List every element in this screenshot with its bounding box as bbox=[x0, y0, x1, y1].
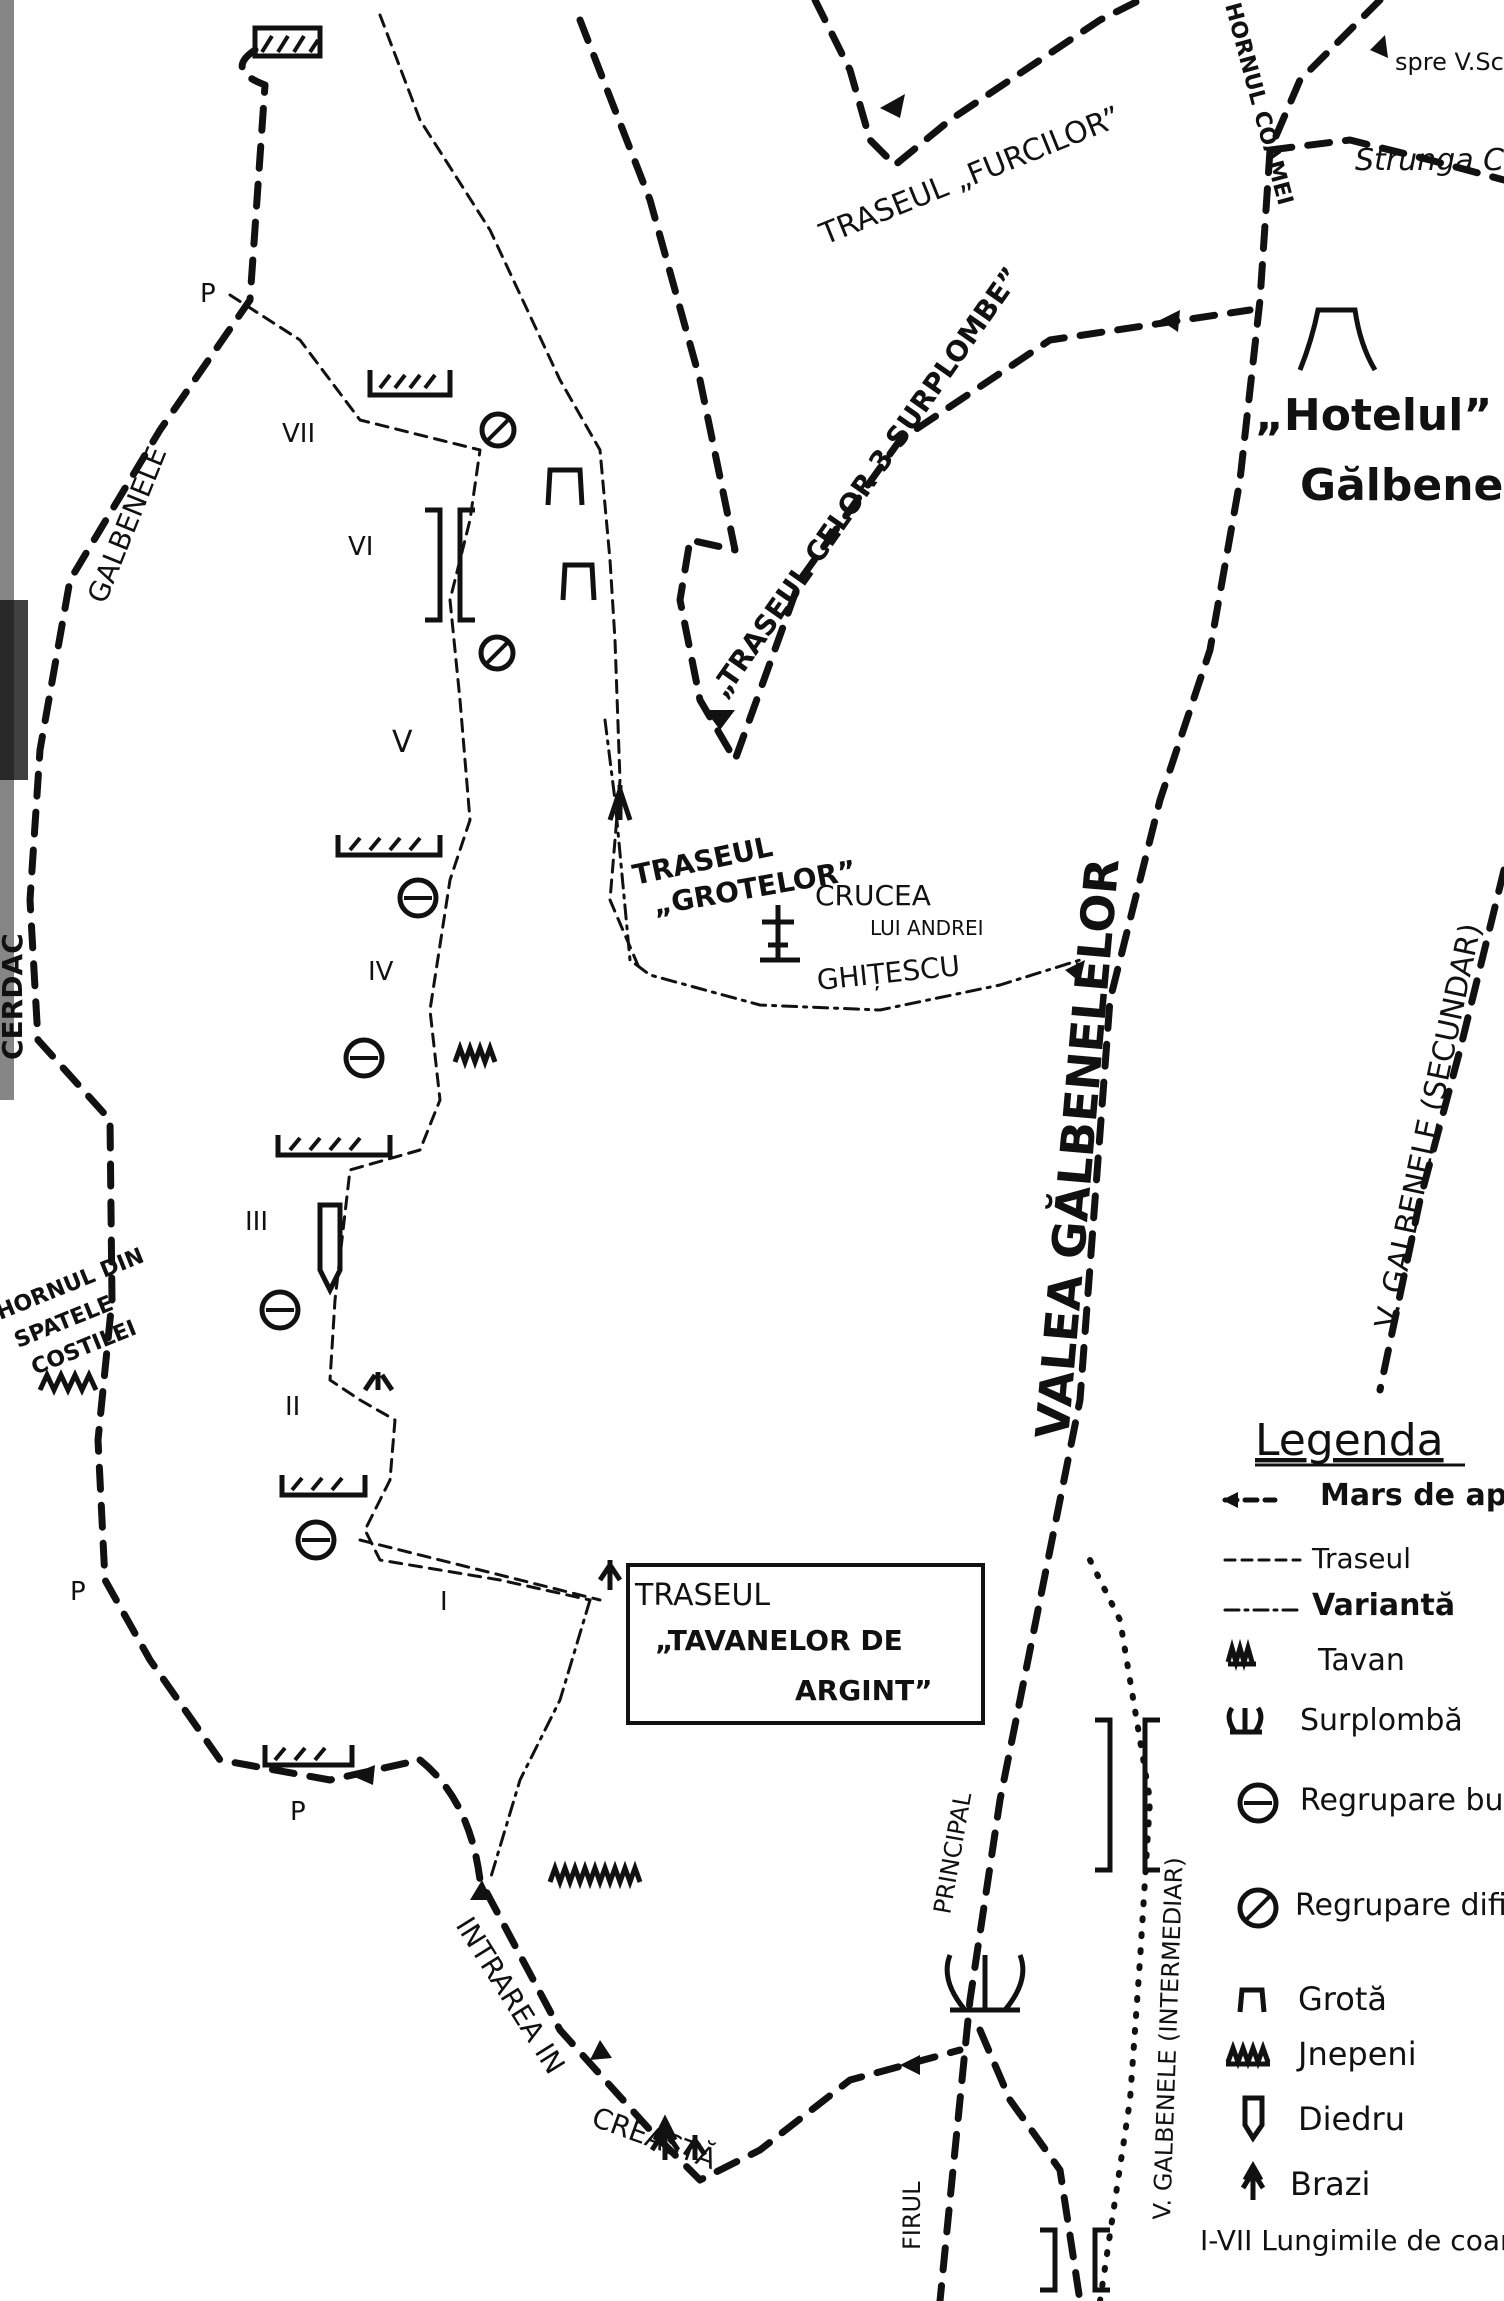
pitch-number: II bbox=[285, 1392, 300, 1422]
legend-item-label: I-VII Lungimile de coardă bbox=[1200, 2224, 1504, 2257]
legend-item-label: Variantă bbox=[1312, 1588, 1455, 1623]
overhang-icon bbox=[1229, 1708, 1262, 1732]
label-hotelul: „Hotelul” bbox=[1255, 390, 1492, 441]
roof-icon bbox=[1228, 1648, 1256, 1664]
label-valea-galbenelelor: VALEA GĂLBENELELOR bbox=[1024, 856, 1130, 1441]
pitch-number: IV bbox=[368, 957, 394, 987]
regroup-good-icon bbox=[262, 1292, 298, 1328]
legend-title: Legenda bbox=[1255, 1415, 1444, 1466]
legend-item-label: Surplombă bbox=[1300, 1703, 1463, 1738]
route-galbenele-left bbox=[30, 50, 420, 1780]
label-principal: PRINCIPAL bbox=[928, 1790, 977, 1916]
label-traseul-furcilor: TRASEUL „FURCILOR” bbox=[814, 100, 1126, 253]
juniper-icon bbox=[455, 1048, 495, 1062]
legend-item-label: Brazi bbox=[1290, 2165, 1370, 2203]
box-line-1: TRASEUL bbox=[634, 1578, 770, 1613]
label-v-galbenele-secundar: V. GALBENELE (SECUNDAR) bbox=[1369, 920, 1489, 1331]
label-creasta: CREASTĂ bbox=[588, 2100, 722, 2176]
cave-icon bbox=[548, 470, 582, 505]
scan-edge-shadow bbox=[0, 600, 28, 780]
route-tavanelor-variant bbox=[490, 1600, 590, 1880]
fir-tree-icon bbox=[600, 1560, 620, 1590]
regroup-good-icon bbox=[298, 1522, 334, 1558]
legend-item-label: Mars de apropiere bbox=[1320, 1478, 1504, 1513]
legend-item-label: Grotă bbox=[1298, 1980, 1387, 2018]
roof-icon bbox=[282, 1475, 365, 1495]
legend-item-label: Jnepeni bbox=[1296, 2035, 1417, 2073]
route-main-thin bbox=[230, 295, 590, 1600]
legend: Legenda Mars de apropiere Traseul Varian… bbox=[1200, 1415, 1504, 2257]
fir-tree-icon bbox=[1243, 2166, 1263, 2200]
overhang-icon bbox=[365, 1372, 392, 1390]
legend-item-label: Regrupare bună bbox=[1300, 1783, 1504, 1818]
label-lui-andrei: LUI ANDREI bbox=[870, 916, 984, 940]
label-hotelul-galbenele: Gălbene bbox=[1300, 460, 1503, 511]
dihedral-icon bbox=[320, 1205, 340, 1290]
regroup-hard-icon bbox=[1240, 1890, 1276, 1926]
legend-item-label: Traseul bbox=[1311, 1542, 1411, 1575]
dihedral-icon bbox=[1245, 2098, 1262, 2138]
pitch-number: VII bbox=[282, 419, 315, 449]
cave-icon-hotel bbox=[1300, 310, 1375, 370]
route-v-galbenele-intermediar bbox=[1090, 1560, 1150, 2301]
label-firul: FIRUL bbox=[898, 2181, 926, 2250]
cave-icon bbox=[1240, 1990, 1264, 2012]
legend-item-label: Diedru bbox=[1298, 2100, 1405, 2138]
roof-icon bbox=[265, 1745, 352, 1765]
juniper-icon bbox=[40, 1375, 96, 1390]
route-main-upper bbox=[380, 15, 640, 970]
label-v-galbenele-intermediar: V. GALBENELE (INTERMEDIAR) bbox=[1148, 1857, 1189, 2220]
regroup-hard-icon bbox=[482, 414, 514, 446]
legend-item-label: Regrupare dificilă bbox=[1295, 1888, 1504, 1923]
arrow-icon bbox=[350, 35, 1388, 2075]
pitch-number: I bbox=[440, 1587, 448, 1617]
label-cerdac: CERDAC bbox=[0, 933, 29, 1060]
marker-p: P bbox=[70, 1577, 86, 1607]
regroup-good-icon bbox=[346, 1040, 382, 1076]
cross-monument-icon bbox=[760, 905, 800, 960]
label-traseul-3-surplombe: „TRASEUL CELOR 3 SURPLOMBE” bbox=[704, 261, 1028, 704]
route-tavanelor-entry bbox=[360, 1540, 600, 1600]
arrow-path-icon bbox=[1222, 1492, 1275, 1508]
roof-icon bbox=[255, 28, 320, 56]
label-hornul-coamei: HORNUL COAMEI bbox=[1219, 0, 1297, 208]
box-line-2: „TAVANELOR DE bbox=[655, 1624, 903, 1657]
label-strunga-coltilor: Strunga Colților bbox=[1355, 143, 1504, 178]
pitch-number: V bbox=[392, 725, 413, 760]
regroup-good-icon bbox=[1240, 1785, 1276, 1821]
roof-icon bbox=[338, 835, 440, 855]
route-firul-principal bbox=[980, 2030, 1080, 2301]
label-crucea: CRUCEA bbox=[815, 879, 931, 912]
marker-p: P bbox=[200, 279, 216, 309]
label-ghitescu: GHIȚESCU bbox=[815, 949, 961, 997]
overhang-icon bbox=[947, 1955, 1023, 2010]
pitch-number: III bbox=[245, 1207, 268, 1237]
regroup-hard-icon bbox=[481, 637, 513, 669]
route-name-box: TRASEUL „TAVANELOR DE ARGINT” bbox=[628, 1565, 983, 1723]
roof-icon bbox=[278, 1135, 390, 1155]
box-line-3: ARGINT” bbox=[795, 1674, 933, 1707]
juniper-icon bbox=[1226, 2048, 1270, 2064]
regroup-good-icon bbox=[400, 880, 436, 916]
roof-icon bbox=[370, 370, 450, 395]
legend-item-label: Tavan bbox=[1317, 1643, 1405, 1678]
label-spre-v-scoruselor: spre V.Scor bbox=[1395, 48, 1504, 76]
pitch-number: VI bbox=[348, 532, 373, 562]
marker-p: P bbox=[290, 1797, 306, 1827]
cave-icon bbox=[563, 565, 594, 600]
label-galbenele-left: GALBENELE bbox=[81, 442, 174, 608]
juniper-icon bbox=[550, 1868, 640, 1882]
